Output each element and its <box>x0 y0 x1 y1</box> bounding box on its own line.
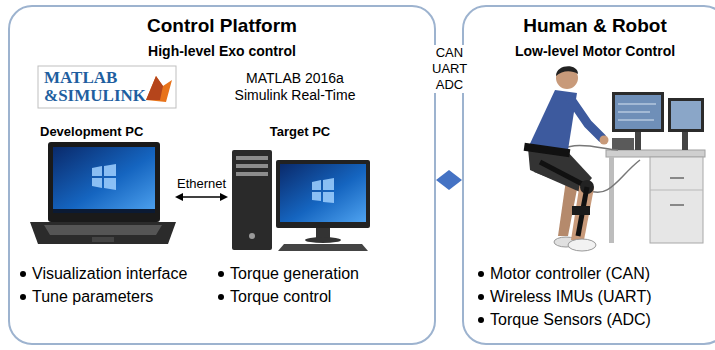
feature-bullet: Torque generation <box>216 264 359 283</box>
device-node: Development PC <box>30 122 175 245</box>
node-heading: Target PC <box>270 124 330 140</box>
device-node: Target PC <box>228 122 372 252</box>
laptop-icon <box>30 142 176 244</box>
logo-text: MATLAB &SIMULINK <box>44 69 144 105</box>
feature-bullet: Torque control <box>216 287 331 306</box>
feature-bullet: Torque Sensors (ADC) <box>476 310 651 329</box>
human-robot-photo <box>524 66 705 251</box>
matlab-logo <box>38 66 176 108</box>
feature-bullet: Wireless IMUs (UART) <box>476 287 651 306</box>
edge-label: Ethernet <box>177 176 226 192</box>
feature-bullet: Visualization interface <box>18 264 187 283</box>
ethernet-arrow <box>183 196 220 198</box>
node-subheading: Low-level Motor Control <box>464 43 715 60</box>
platform-panel: Control PlatformHigh-level Exo controlDe… <box>8 5 436 345</box>
robot-panel: Human & RobotLow-level Motor Control <box>462 5 715 345</box>
feature-bullet: Motor controller (CAN) <box>476 264 650 283</box>
node-heading: Human & Robot <box>464 14 715 37</box>
feature-bullet: Tune parameters <box>18 287 153 306</box>
node-heading: Development PC <box>40 124 143 140</box>
node-subheading: High-level Exo control <box>10 43 434 60</box>
software-version: MATLAB 2016a Simulink Real-Time <box>225 70 365 104</box>
node-heading: Control Platform <box>10 14 434 37</box>
desktop-icon <box>232 150 370 251</box>
